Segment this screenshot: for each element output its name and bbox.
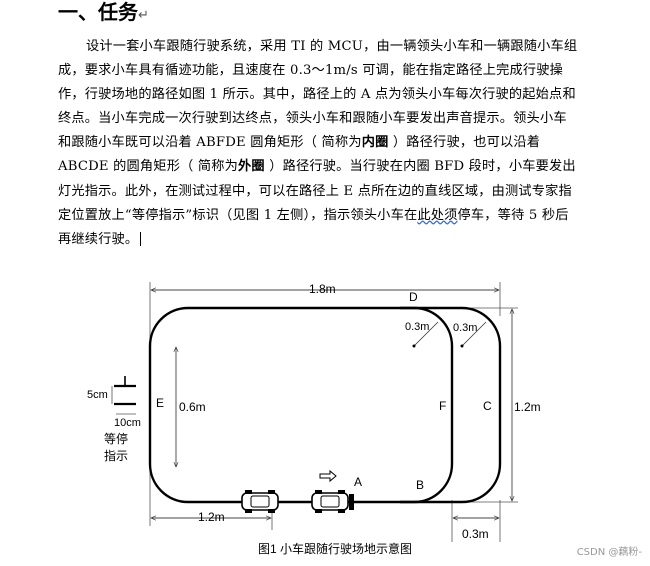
radius-label-inner: 0.3m xyxy=(405,321,429,333)
paragraph-mark: ↵ xyxy=(138,8,149,23)
para-text-3: ）路径行驶。当行驶在内圈 BFD 段时，小车要发出灯光指示。此外，在测试过程中，… xyxy=(58,159,576,223)
dim-label-top: 1.8m xyxy=(309,282,336,296)
radius-label-outer: 0.3m xyxy=(453,322,477,334)
stop-label-line1: 等停 xyxy=(104,431,128,446)
underlined-phrase: 此处须 xyxy=(417,207,458,223)
follower-car-icon xyxy=(241,490,279,513)
point-label-c: C xyxy=(483,399,492,413)
dim-label-bottom-right: 0.3m xyxy=(462,527,489,541)
outer-loop-path xyxy=(148,306,502,504)
radius-center-outer xyxy=(460,344,464,348)
point-label-d: D xyxy=(409,290,418,304)
point-label-e: E xyxy=(156,396,164,410)
point-label-b: B xyxy=(416,478,424,492)
radius-line-inner xyxy=(413,321,439,347)
outer-loop-term: 外圈 xyxy=(238,159,265,175)
para-text-2: ）路径行驶，也可以沿着 ABCDE 的圆角矩形（ 简称为 xyxy=(58,135,541,175)
dim-label-bottom-left: 1.2m xyxy=(198,510,225,524)
stop-label-line2: 指示 xyxy=(104,448,128,463)
inner-loop-term: 内圈 xyxy=(361,135,389,151)
inner-loop-path xyxy=(400,306,454,504)
watermark: CSDN @藕粉- xyxy=(576,547,642,558)
section-heading: 一、任务↵ xyxy=(58,0,149,28)
stop-sign-symbol xyxy=(111,376,136,415)
stop-width-label: 5cm xyxy=(87,389,108,401)
heading-text: 一、任务 xyxy=(58,0,138,24)
para-text-4: 停车，等待 5 秒后再继续行驶。 xyxy=(58,207,569,247)
dim-label-right: 1.2m xyxy=(514,400,541,414)
figure-caption: 图1 小车跟随行驶场地示意图 xyxy=(258,541,412,556)
text-cursor xyxy=(140,232,142,247)
direction-arrow-icon xyxy=(319,469,337,483)
point-label-a: A xyxy=(354,475,362,489)
radius-center-inner xyxy=(412,344,416,348)
point-label-f: F xyxy=(439,399,446,413)
dim-label-left: 0.6m xyxy=(179,400,206,414)
radius-line-outer xyxy=(461,321,487,347)
task-paragraph: 设计一套小车跟随行驶系统，采用 TI 的 MCU，由一辆领头小车和一辆跟随小车组… xyxy=(58,35,578,252)
leader-car-icon xyxy=(311,490,349,513)
start-line-marker xyxy=(349,494,354,510)
stop-length-label: 10cm xyxy=(114,417,141,429)
para-text-1: 设计一套小车跟随行驶系统，采用 TI 的 MCU，由一辆领头小车和一辆跟随小车组… xyxy=(58,39,578,151)
